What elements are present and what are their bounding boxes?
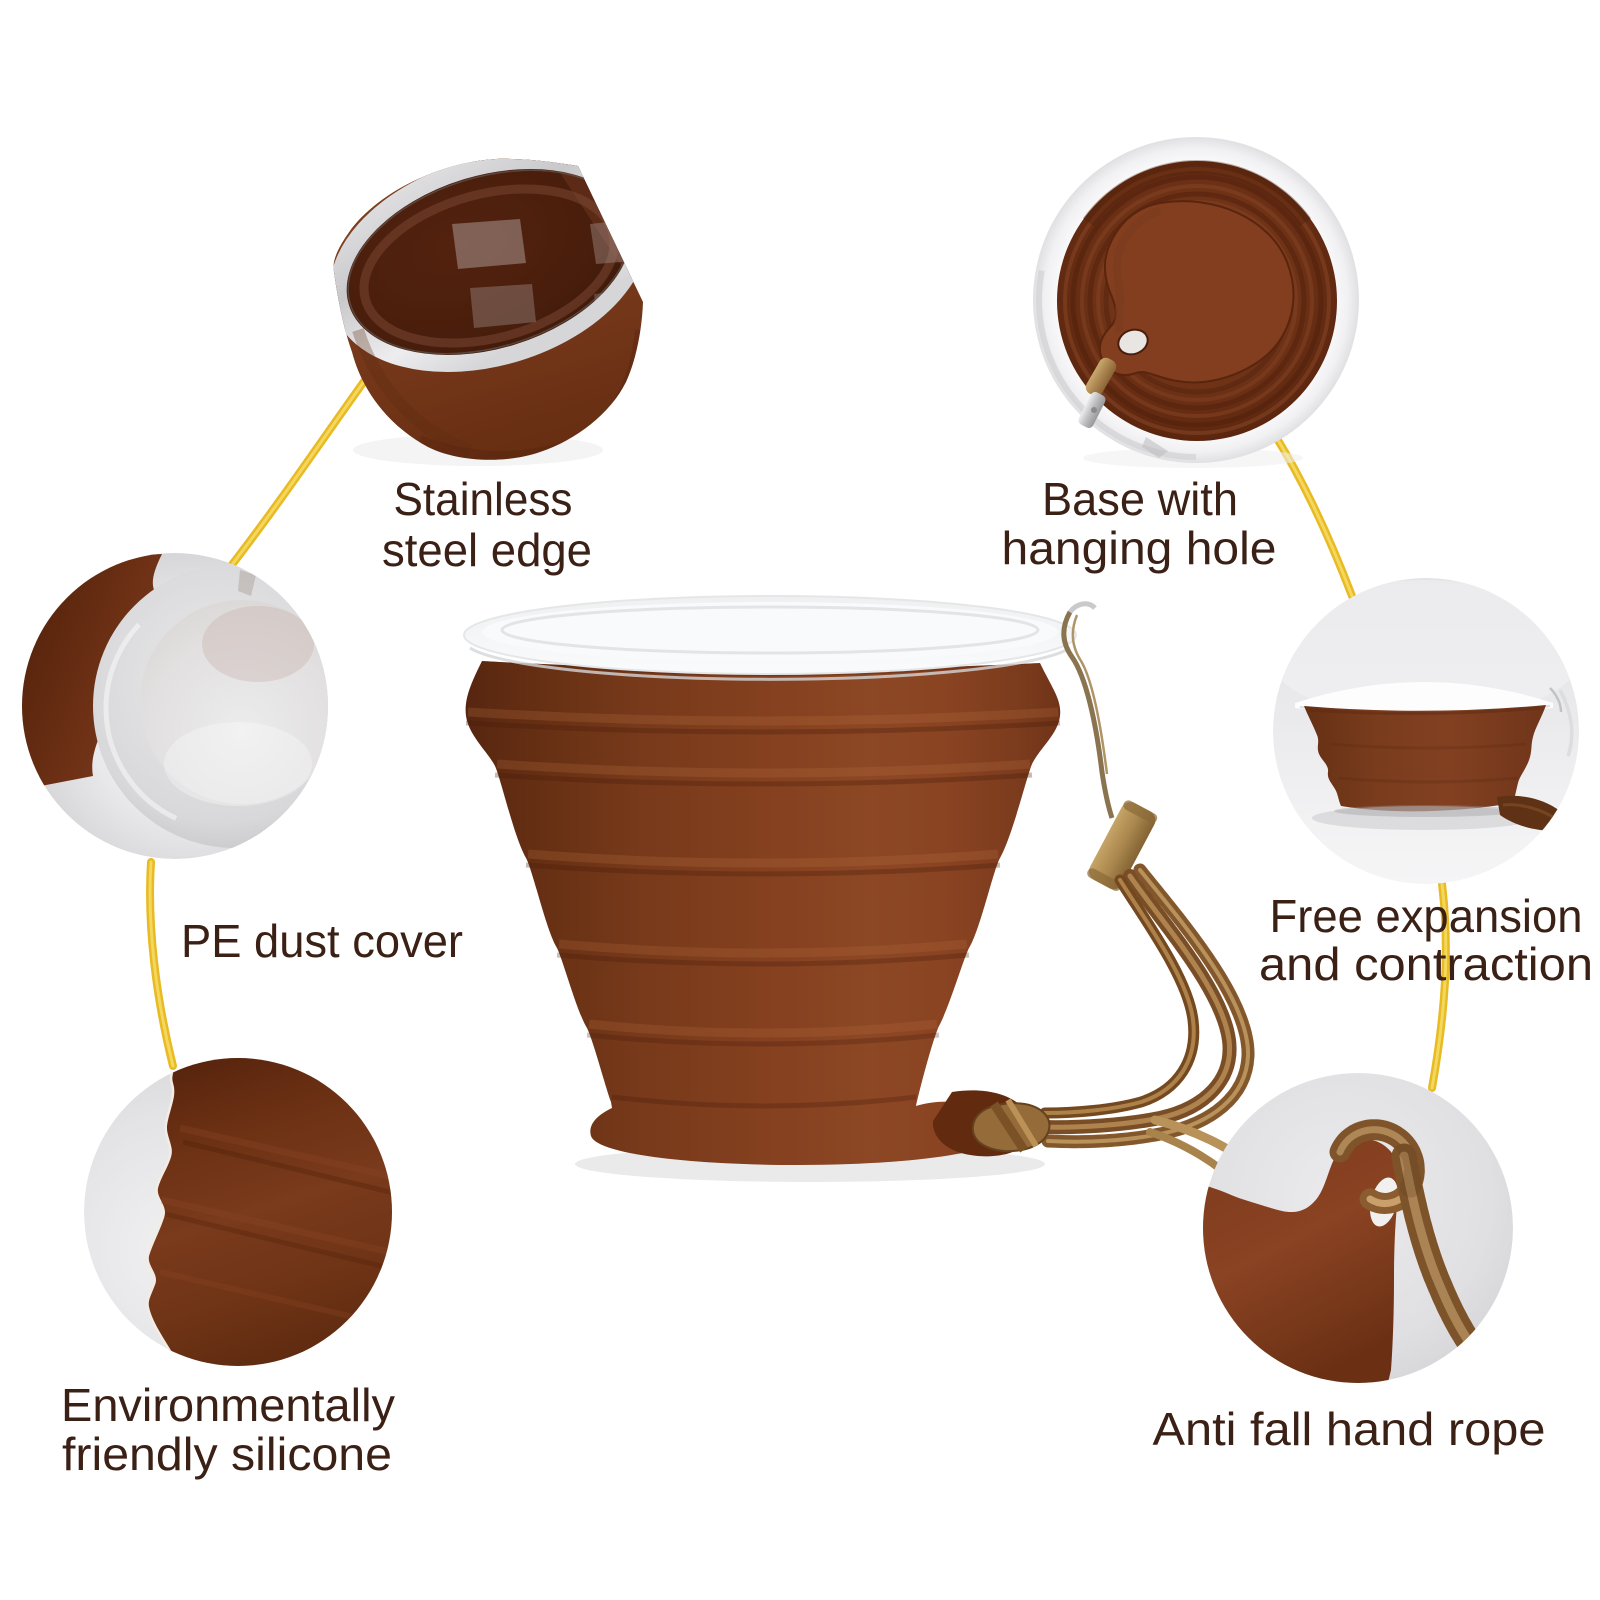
svg-text:steel edge: steel edge <box>382 524 592 576</box>
svg-text:and contraction: and contraction <box>1259 938 1593 990</box>
svg-text:Base with: Base with <box>1042 473 1238 525</box>
svg-text:hanging hole: hanging hole <box>1002 522 1277 574</box>
svg-text:PE dust cover: PE dust cover <box>181 915 463 967</box>
svg-text:friendly silicone: friendly silicone <box>62 1428 392 1480</box>
svg-text:Environmentally: Environmentally <box>61 1379 396 1431</box>
svg-text:Free expansion: Free expansion <box>1270 890 1583 942</box>
svg-text:Stainless: Stainless <box>394 473 573 525</box>
svg-text:Anti fall hand rope: Anti fall hand rope <box>1153 1403 1546 1455</box>
